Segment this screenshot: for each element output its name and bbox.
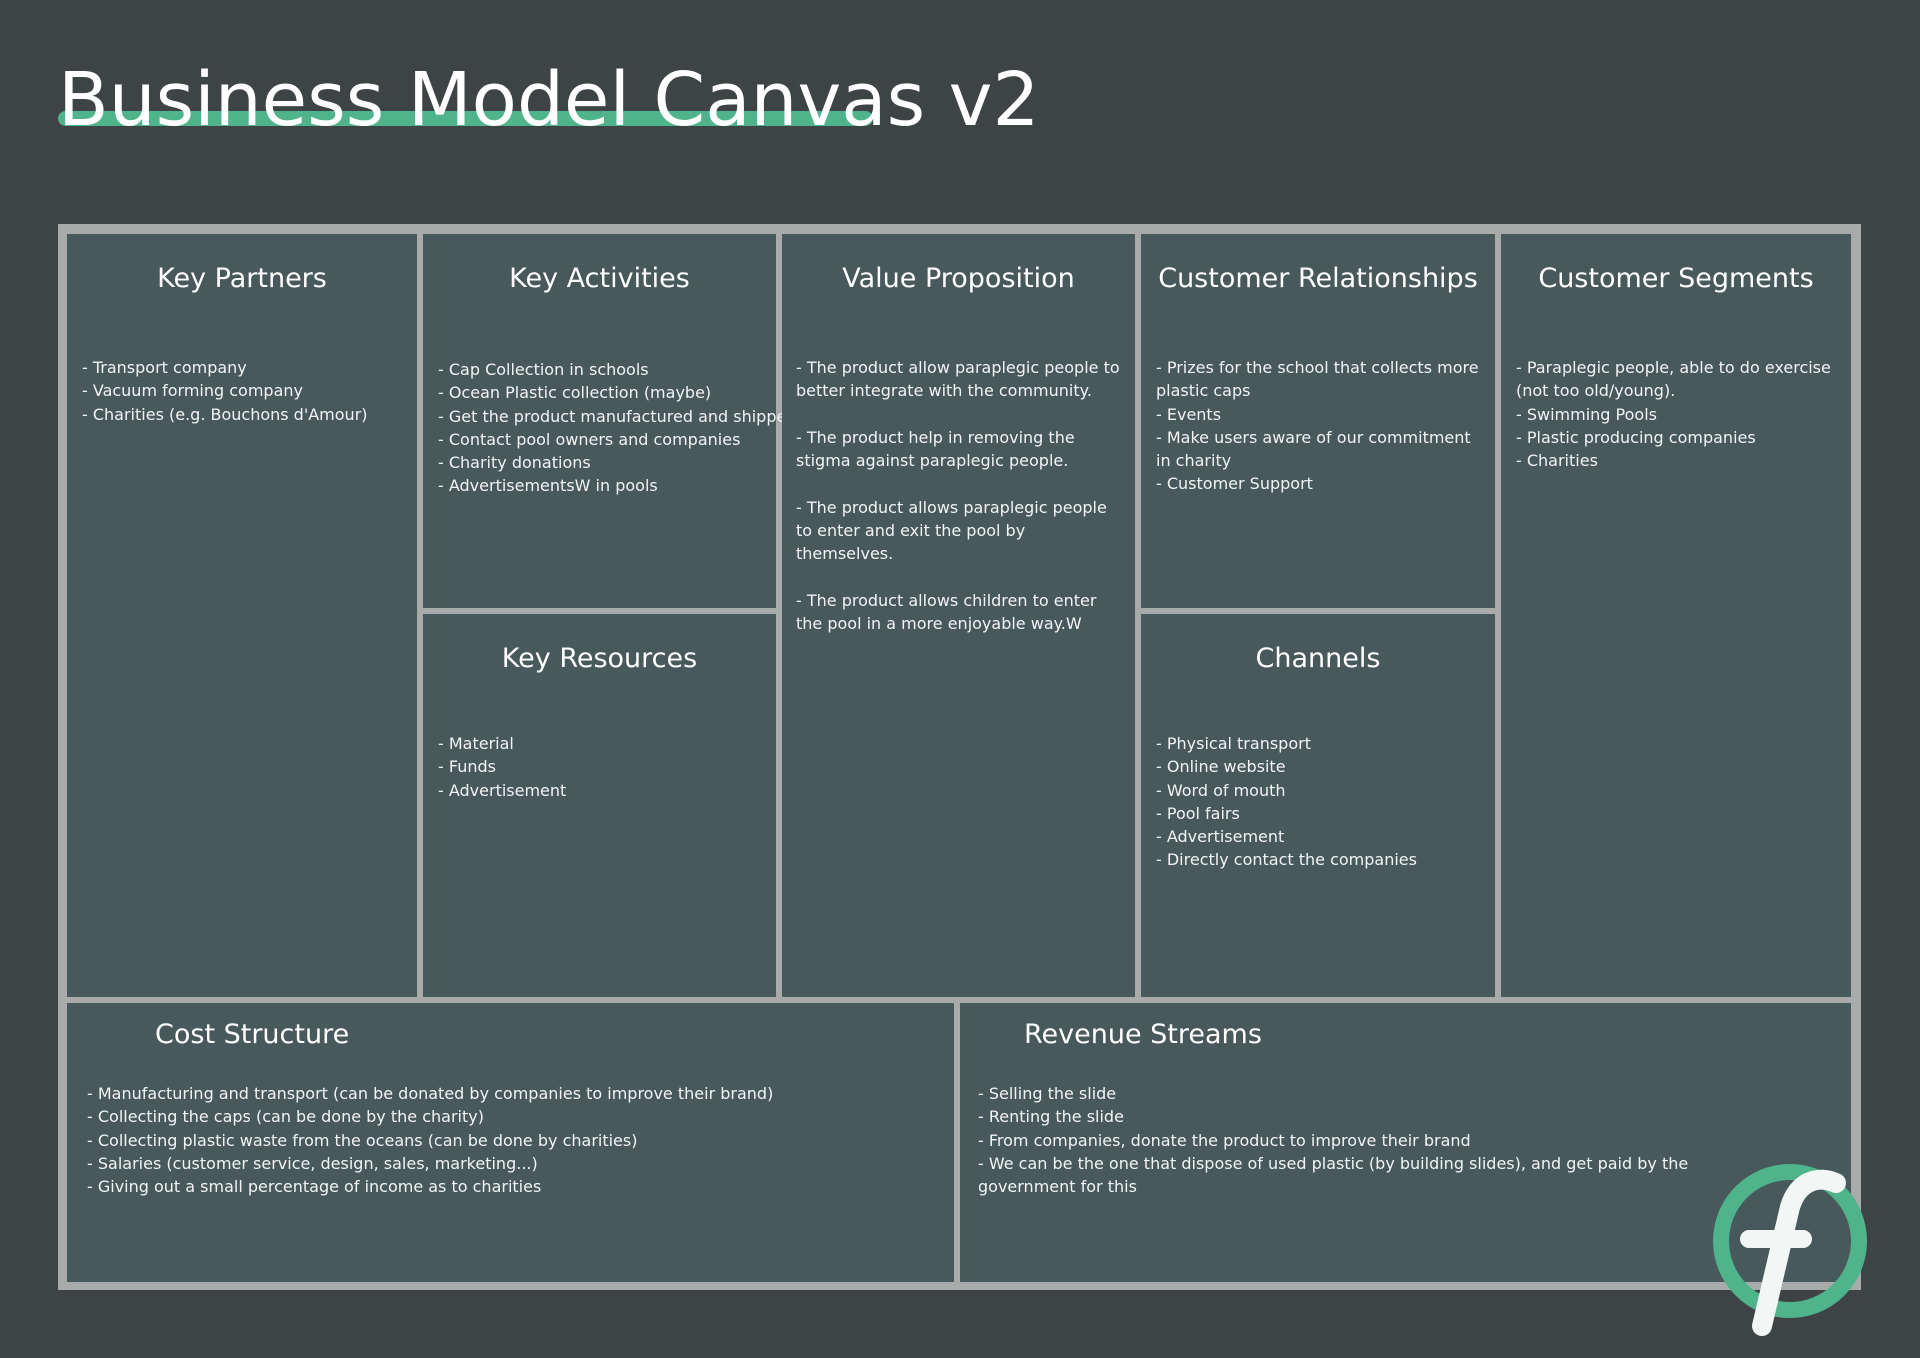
list-item: - Collecting plastic waste from the ocea… — [87, 1130, 638, 1150]
revenue-streams-heading: Revenue Streams — [1024, 1019, 1262, 1050]
list-item: - Transport company — [82, 358, 247, 377]
customer-segments-block: Customer Segments - Paraplegic people, a… — [1501, 234, 1851, 997]
page-title: Business Model Canvas v2 — [58, 57, 1040, 143]
list-item: - The product allows children to enter t… — [796, 590, 1097, 634]
list-item: - We can be the one that dispose of used… — [978, 1153, 1689, 1197]
revenue-streams-list: - Selling the slide - Renting the slide … — [978, 1082, 1781, 1198]
channels-block: Channels - Physical transport - Online w… — [1141, 614, 1495, 997]
list-item: - Make users aware of our commitment in … — [1156, 427, 1471, 471]
list-item: - Advertisement — [438, 780, 567, 800]
list-item: - Get the product manufactured and shipp… — [438, 406, 797, 426]
list-item: - Contact pool owners and companies — [438, 429, 741, 449]
list-item: - Plastic producing companies — [1516, 427, 1756, 447]
list-item: - AdvertisementsW in pools — [438, 476, 658, 496]
list-item: - Advertisement — [1156, 827, 1285, 847]
list-item: - Collecting the caps (can be done by th… — [87, 1107, 484, 1127]
list-item: - Prizes for the school that collects mo… — [1156, 358, 1479, 401]
list-item: - Online website — [1156, 757, 1286, 777]
key-activities-block: Key Activities - Cap Collection in schoo… — [423, 234, 797, 608]
list-item: - The product help in removing the stigm… — [796, 427, 1075, 471]
list-item: - Charities (e.g. Bouchons d'Amour) — [82, 404, 368, 424]
customer-segments-list: - Paraplegic people, able to do exercise… — [1516, 356, 1841, 472]
list-item: - Paraplegic people, able to do exercise… — [1516, 358, 1831, 401]
list-item: - Cap Collection in schools — [438, 360, 649, 379]
list-item: - Manufacturing and transport (can be do… — [87, 1084, 774, 1103]
title-underline — [58, 111, 873, 126]
customer-relationships-block: Customer Relationships - Prizes for the … — [1141, 234, 1495, 608]
list-item: - Customer Support — [1156, 474, 1313, 494]
list-item: - Pool fairs — [1156, 803, 1240, 823]
list-item: - Charity donations — [438, 453, 591, 473]
list-item: - Ocean Plastic collection (maybe) — [438, 383, 712, 403]
key-activities-list: - Cap Collection in schools - Ocean Plas… — [438, 358, 797, 498]
cost-structure-heading: Cost Structure — [155, 1019, 350, 1050]
key-resources-block: Key Resources - Material - Funds - Adver… — [423, 614, 776, 997]
list-item: - Salaries (customer service, design, sa… — [87, 1153, 538, 1173]
key-partners-list: - Transport company - Vacuum forming com… — [82, 356, 411, 426]
f-logo-icon — [1713, 1164, 1867, 1336]
channels-list: - Physical transport - Online website - … — [1156, 732, 1489, 872]
list-item: - Vacuum forming company — [82, 381, 303, 401]
list-item: - The product allows paraplegic people t… — [796, 497, 1107, 564]
list-item: - From companies, donate the product to … — [978, 1130, 1471, 1150]
value-proposition-block: Value Proposition - The product allow pa… — [782, 234, 1135, 997]
list-item: - Word of mouth — [1156, 780, 1286, 800]
value-proposition-list: - The product allow paraplegic people to… — [796, 356, 1125, 659]
list-item: - Material — [438, 734, 514, 753]
key-resources-heading: Key Resources — [501, 643, 698, 674]
key-resources-list: - Material - Funds - Advertisement — [438, 732, 770, 802]
customer-relationships-list: - Prizes for the school that collects mo… — [1156, 356, 1481, 496]
list-item: - Events — [1156, 404, 1222, 424]
key-activities-heading: Key Activities — [509, 263, 690, 294]
canvas-frame: Key Partners - Transport company - Vacuu… — [58, 224, 1861, 1290]
value-proposition-heading: Value Proposition — [842, 263, 1075, 294]
channels-heading: Channels — [1255, 643, 1381, 674]
key-partners-block: Key Partners - Transport company - Vacuu… — [67, 234, 417, 997]
revenue-streams-block: Revenue Streams - Selling the slide - Re… — [960, 1003, 1851, 1282]
list-item: - Directly contact the companies — [1156, 850, 1417, 870]
list-item: - The product allow paraplegic people to… — [796, 358, 1120, 401]
list-item: - Physical transport — [1156, 734, 1311, 753]
list-item: - Funds — [438, 757, 496, 777]
list-item: - Swimming Pools — [1516, 404, 1657, 424]
customer-relationships-heading: Customer Relationships — [1158, 263, 1478, 294]
list-item: - Selling the slide — [978, 1084, 1117, 1103]
list-item: - Renting the slide — [978, 1107, 1124, 1127]
cost-structure-list: - Manufacturing and transport (can be do… — [87, 1082, 948, 1198]
cost-structure-block: Cost Structure - Manufacturing and trans… — [67, 1003, 954, 1282]
key-partners-heading: Key Partners — [157, 263, 327, 294]
title-area: Business Model Canvas v2 — [58, 55, 1040, 145]
customer-segments-heading: Customer Segments — [1538, 263, 1814, 294]
list-item: - Charities — [1516, 451, 1598, 471]
list-item: - Giving out a small percentage of incom… — [87, 1177, 542, 1197]
